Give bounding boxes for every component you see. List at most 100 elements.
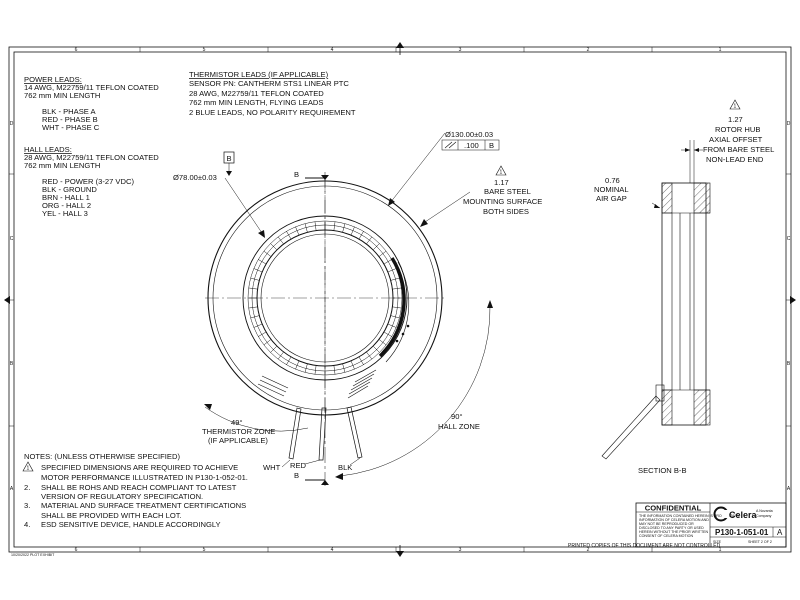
zone-label: 3: [459, 547, 462, 553]
stator-tooth: [277, 236, 284, 245]
power-leads-line: 762 mm MIN LENGTH: [24, 91, 100, 100]
stator-tooth: [383, 259, 392, 265]
zone-label: 6: [75, 47, 78, 53]
stator-tooth: [372, 243, 380, 251]
stator-tooth: [314, 365, 317, 375]
drawing-number: P130-1-051-01: [715, 528, 769, 537]
stator-tooth: [342, 223, 346, 233]
zone-label: 6: [75, 547, 78, 553]
stator-tooth: [270, 345, 278, 353]
zone-label: 2: [587, 547, 590, 553]
hall-zone-callout: 90° HALL ZONE: [335, 300, 493, 480]
thermistor-zone-line: THERMISTOR ZONE: [202, 427, 275, 436]
row-label: A: [787, 486, 791, 492]
stator-tooth: [250, 315, 260, 319]
blk-lead-label: BLK: [338, 463, 352, 472]
surface-line: BARE STEEL: [484, 187, 531, 196]
stator-tooth: [392, 287, 402, 290]
svg-text:Celera: Celera: [729, 510, 758, 520]
note-marker: 1: [500, 170, 503, 176]
offset-line: FROM BARE STEEL: [703, 145, 774, 154]
size-label: SIZE: [713, 540, 722, 544]
row-labels-right: D C B A: [787, 121, 791, 492]
section-caption: SECTION B-B: [638, 466, 687, 475]
row-label: C: [787, 236, 791, 242]
confidential-text: THE INFORMATION CONTAINED HEREIN IS PROP…: [639, 514, 740, 518]
svg-text:Company: Company: [756, 514, 772, 518]
note-item-line: VERSION OF REGULATORY SPECIFICATION.: [41, 492, 203, 501]
section-b-b-view: [601, 140, 711, 460]
zone-labels-top: 6 5 4 3 2 1: [75, 47, 722, 53]
offset-line: 1.27: [728, 115, 743, 124]
stator-tooth: [258, 331, 267, 337]
stator-tooth: [387, 268, 397, 273]
stator-tooth: [358, 356, 364, 365]
air-gap-line: AIR GAP: [596, 194, 627, 203]
hall-leads-block: HALL LEADS: 28 AWG, M22759/11 TEFLON COA…: [24, 145, 159, 218]
thermistor-leads-block: THERMISTOR LEADS (IF APPLICABLE) SENSOR …: [189, 70, 356, 117]
zone-label: 5: [203, 47, 206, 53]
row-label: B: [10, 361, 14, 367]
stator-tooth: [392, 306, 402, 309]
note-marker: 1: [27, 466, 30, 472]
stator-tooth: [387, 323, 397, 328]
zone-label: 3: [459, 47, 462, 53]
zone-label: 1: [719, 547, 722, 553]
flatness-datum: B: [489, 141, 494, 150]
air-gap-line: NOMINAL: [594, 185, 629, 194]
hall-leads-line: 28 AWG, M22759/11 TEFLON COATED: [24, 153, 159, 162]
row-label: A: [10, 486, 14, 492]
stator-tooth: [263, 250, 272, 257]
stator-teeth: [248, 221, 402, 375]
note-item-line: MOTOR PERFORMANCE ILLUSTRATED IN P130-1-…: [41, 473, 248, 482]
confidential-text: MAY NOT BE REPRODUCED OR: [639, 522, 694, 526]
row-label: C: [10, 236, 14, 242]
power-leads-line: WHT - PHASE C: [42, 123, 100, 132]
hall-zone-label: HALL ZONE: [438, 422, 480, 431]
flatness-value: .100: [464, 141, 479, 150]
stator-tooth: [378, 250, 387, 257]
stator-tooth: [333, 221, 336, 231]
lead-wires: [288, 406, 363, 461]
stator-tooth: [286, 231, 292, 240]
confidential-text: INFORMATION OF CELERA MOTION AND: [639, 518, 709, 522]
surface-line: MOUNTING SURFACE: [463, 197, 542, 206]
stator-tooth: [342, 363, 346, 373]
thermistor-zone-callout: 49° THERMISTOR ZONE (IF APPLICABLE): [202, 404, 309, 445]
warning-triangle-icon: [22, 461, 34, 472]
notes-title: NOTES: (UNLESS OTHERWISE SPECIFIED): [24, 452, 180, 461]
stator-tooth: [248, 306, 258, 309]
stator-tooth: [248, 287, 258, 290]
confidential-text: HEREIN WITHOUT THE PRIOR WRITTEN: [639, 530, 709, 534]
row-label: D: [10, 121, 14, 127]
stator-tooth: [372, 345, 380, 353]
section-label-top: B: [294, 170, 299, 179]
thermistor-zone-line: (IF APPLICABLE): [208, 436, 268, 445]
note-item-line: SHALL BE PROVIDED WITH EACH LOT.: [41, 511, 182, 520]
confidential-label: CONFIDENTIAL: [645, 504, 702, 513]
thermistor-leads-line: 2 BLUE LEADS, NO POLARITY REQUIREMENT: [189, 108, 356, 117]
power-leads-line: RED - PHASE B: [42, 115, 98, 124]
thermistor-leads-line: 762 mm MIN LENGTH, FLYING LEADS: [189, 98, 323, 107]
hall-angle: 90°: [451, 412, 462, 421]
stator-tooth: [295, 360, 300, 370]
stator-tooth: [253, 323, 263, 328]
stator-tooth: [286, 356, 292, 365]
stator-tooth: [253, 268, 263, 273]
note-item-line: SPECIFIED DIMENSIONS ARE REQUIRED TO ACH…: [41, 463, 238, 472]
surface-line: BOTH SIDES: [483, 207, 529, 216]
zone-label: 4: [331, 47, 334, 53]
datum-b-label: B: [227, 154, 232, 163]
hall-leads-title: HALL LEADS:: [24, 145, 72, 154]
sheet-label: SHEET 2 OF 2: [748, 540, 772, 544]
red-lead-label: RED: [290, 461, 307, 470]
wht-lead-label: WHT: [263, 463, 281, 472]
note-item-number: 4.: [24, 520, 30, 529]
note-item-number: 3.: [24, 501, 30, 510]
air-gap-line: 0.76: [605, 176, 620, 185]
stator-tooth: [304, 363, 308, 373]
stator-tooth: [390, 277, 400, 281]
thermistor-leads-title: THERMISTOR LEADS (IF APPLICABLE): [189, 70, 329, 79]
stator-tooth: [258, 259, 267, 265]
